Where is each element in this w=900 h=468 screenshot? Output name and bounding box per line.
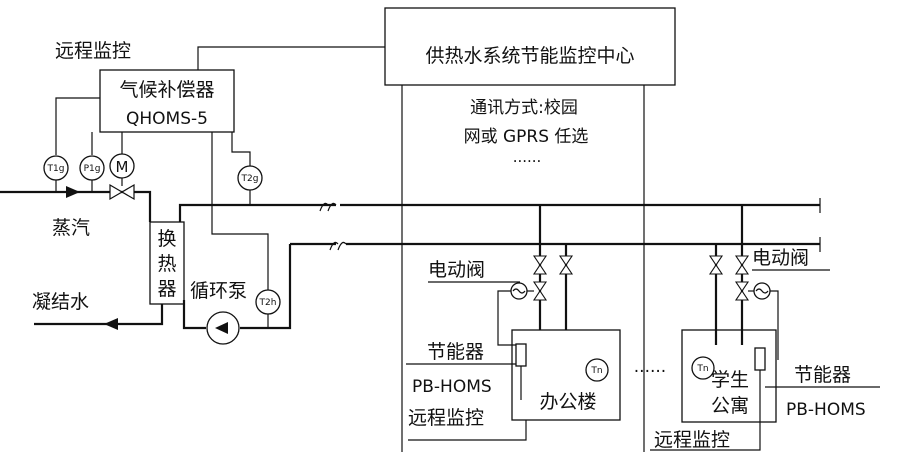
dorm-remote-monitor-label: 远程监控: [654, 429, 730, 451]
dorm-energy-saver-label: 节能器: [794, 364, 851, 386]
heat-exchanger-char-2: 热: [157, 253, 176, 275]
left-remote-monitor-label: 远程监控: [55, 40, 131, 62]
office-tn-label: Tn: [590, 366, 602, 376]
heat-exchanger-char-3: 器: [157, 278, 176, 300]
monitoring-center: 供热水系统节能监控中心 通讯方式:校园 网或 GPRS 任选 ......: [197, 7, 676, 452]
dorm-return-valve-icon: [708, 255, 724, 266]
steam-label: 蒸汽: [52, 217, 90, 239]
office-tn-sensor-icon: [585, 358, 609, 382]
dorm-actuator-signal-line: [770, 290, 779, 360]
dorm-electric-valve-icon: [734, 281, 750, 292]
steam-pipe: [0, 190, 152, 222]
t1g-gauge-label: T1g: [47, 164, 65, 174]
office-return-valve-icon-b: [558, 264, 574, 275]
p1g-gauge-icon: [79, 155, 105, 181]
dorm-supply-valve-icon-b: [734, 264, 750, 275]
t2g-gauge-icon: [237, 165, 263, 191]
heat-exchanger-char-1: 换: [157, 228, 176, 250]
t2h-gauge-icon: [255, 289, 281, 315]
dorm-actuator-wave: [755, 288, 769, 294]
office-building-label: 办公楼: [539, 391, 596, 413]
condensate-label: 凝结水: [32, 291, 89, 313]
dorm-electric-valve-icon-b: [734, 290, 750, 301]
t2g-signal-line: [231, 132, 251, 166]
t2g-gauge-label: T2g: [241, 174, 259, 184]
heat-exchanger-box: [149, 221, 185, 305]
dorm-remote-signal-line: [650, 422, 761, 451]
supply-line-break-icon: [319, 202, 337, 212]
condensate-pipe: [118, 304, 164, 326]
center-to-compensator-link: [197, 46, 385, 70]
office-energy-saver-label: 节能器: [427, 341, 484, 363]
dorm-branch: 电动阀 Tn 学生 公寓 节能器 PB-HOMS 远程监控: [650, 205, 880, 451]
heat-exchanger-group: 换 热 器 循环泵 T2h: [149, 203, 318, 345]
return-line-break-icon: [329, 241, 347, 251]
climate-compensator-box: [99, 69, 235, 133]
office-remote-monitor-label: 远程监控: [408, 407, 484, 429]
steam-flow-arrow-icon: [66, 186, 80, 198]
dorm-electric-valve-label: 电动阀: [752, 247, 809, 269]
dorm-tn-label: Tn: [696, 364, 708, 374]
climate-compensator-group: 远程监控 气候补偿器 QHOMS-5 T1g P1g M T2g: [43, 40, 269, 296]
supply-pipe-left: [178, 203, 318, 222]
office-electric-valve-label: 电动阀: [428, 259, 485, 281]
office-actuator-wave: [512, 288, 526, 294]
t1g-gauge-icon: [43, 155, 69, 181]
return-pipe-left: [240, 244, 292, 330]
steam-control-valve-icon: [109, 183, 124, 201]
dorm-tn-sensor-icon: [691, 356, 715, 380]
pump-direction-arrow-icon: [215, 322, 228, 334]
compensator-name: 气候补偿器: [119, 79, 214, 101]
dorm-energy-saver-icon: [754, 347, 766, 371]
office-return-valve-icon: [558, 255, 574, 266]
t2h-signal-line: [211, 132, 269, 296]
office-supply-valve-icon: [532, 255, 548, 266]
t1g-signal-line: [55, 97, 100, 155]
motor-label: M: [116, 158, 129, 176]
more-buildings-ellipsis: ......: [634, 357, 666, 377]
condensate-flow-arrow-icon: [104, 318, 118, 330]
t2h-gauge-label: T2h: [259, 298, 277, 308]
p1g-gauge-label: P1g: [84, 164, 101, 174]
compensator-model: QHOMS-5: [126, 109, 208, 129]
dorm-building-label-line1: 学生: [711, 369, 749, 391]
office-saver-model: PB-HOMS: [412, 377, 492, 397]
motor-icon: [109, 153, 135, 179]
dorm-saver-model: PB-HOMS: [786, 400, 866, 420]
office-actuator-signal-line: [497, 290, 516, 346]
office-building-box: [511, 329, 621, 421]
dorm-supply-valve-icon: [734, 255, 750, 266]
office-electric-valve-icon-b: [532, 290, 548, 301]
return-pipe-to-exchanger: [182, 300, 206, 330]
comm-method-line1: 通讯方式:校园: [470, 98, 578, 118]
dorm-building-box: [681, 329, 777, 423]
dorm-return-valve-icon-b: [708, 264, 724, 275]
comm-method-ellipsis: ......: [513, 148, 542, 166]
circulation-pump-label: 循环泵: [190, 280, 247, 302]
office-remote-signal-line: [408, 420, 527, 441]
dorm-building-label-line2: 公寓: [711, 395, 749, 417]
steam-control-valve-icon-right: [120, 183, 135, 201]
main-distribution-lines: [290, 198, 821, 252]
comm-method-line2: 网或 GPRS 任选: [464, 127, 589, 147]
office-electric-valve-icon: [532, 281, 548, 292]
office-energy-saver-icon: [515, 343, 527, 367]
office-branch: 电动阀 Tn 办公楼 节能器 PB-HOMS 远程监控: [406, 205, 621, 441]
monitoring-center-title: 供热水系统节能监控中心: [425, 45, 634, 67]
office-supply-valve-icon-b: [532, 264, 548, 275]
primary-piping: 蒸汽 凝结水: [0, 183, 164, 330]
